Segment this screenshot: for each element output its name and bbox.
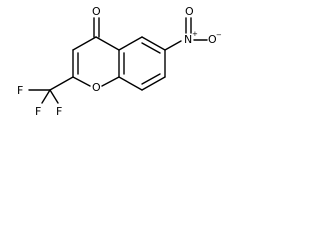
- atom-ring-oxygen: O: [92, 81, 101, 94]
- bond-c5-c6: [141, 36, 166, 51]
- bond-c7-c8: [141, 76, 166, 91]
- bond-c3-c4: [72, 36, 97, 51]
- bond-c8-c8a: [118, 76, 143, 91]
- bond-c4-c4a: [95, 36, 120, 51]
- chemical-structure-diagram: O O N + O O − F F F: [17, 5, 222, 118]
- atom-nitro-oxygen-right: O: [208, 33, 217, 46]
- atom-fluorine-left: F: [17, 84, 23, 97]
- atom-fluorine-bottom-right: F: [56, 105, 62, 118]
- atom-nitro-oxygen-top: O: [185, 5, 194, 18]
- bond-cf3-f-bottom-left: [41, 89, 51, 104]
- charge-nitro-nitrogen: +: [192, 30, 198, 38]
- atom-nitro-nitrogen: N: [184, 33, 192, 46]
- bond-c4a-c5: [118, 36, 143, 51]
- atom-carbonyl-oxygen: O: [92, 5, 101, 18]
- bond-o1-c2: [72, 76, 91, 87]
- bond-c8a-o1: [101, 76, 120, 87]
- bond-c5-c6-double: [141, 42, 161, 54]
- bond-c6-n: [164, 40, 182, 51]
- bond-cf3-f-bottom-right: [49, 89, 59, 104]
- atom-fluorine-bottom-left: F: [35, 105, 41, 118]
- charge-nitro-oxygen: −: [216, 31, 222, 39]
- bond-c2-cf3: [49, 76, 74, 91]
- bond-c7-c8-double: [141, 73, 161, 85]
